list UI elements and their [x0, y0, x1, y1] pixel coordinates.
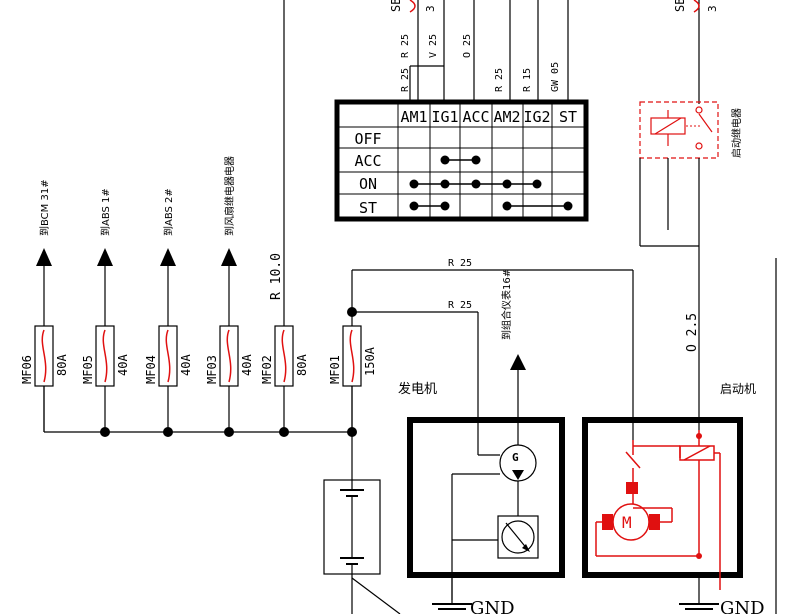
- switch-contact-dot: [502, 201, 512, 211]
- fuse-box: MF06 80A 到BCM 31# MF05 40A 到ABS 1# MF04 40A 到ABS…: [20, 156, 377, 432]
- fuse-element-icon: [349, 329, 355, 383]
- wire-label-ig2: R 15: [522, 68, 533, 92]
- generator-label: 发电机: [398, 381, 437, 397]
- switch-col-ig2: IG2: [523, 108, 550, 126]
- cluster-arrow: 到组合仪表16#: [500, 269, 526, 446]
- fuse-mf05: MF05 40A 到ABS 1#: [81, 188, 130, 432]
- generator-symbol: G: [512, 451, 519, 464]
- main-feed-wires: [347, 269, 634, 480]
- fuse-id: MF01: [328, 355, 342, 384]
- generator-box: 发电机 G: [398, 381, 565, 600]
- fuse-rating: 80A: [55, 354, 69, 376]
- wire-label-acc: O 25: [462, 34, 473, 58]
- arrow-up-icon: [160, 248, 176, 266]
- fuse-id: MF03: [205, 355, 219, 384]
- fuse-mf04: MF04 40A 到ABS 2#: [144, 188, 193, 432]
- gnd-right-label: GND: [720, 598, 765, 614]
- starter-label: 启动机: [720, 382, 756, 396]
- wire-label-ig1: V 25: [428, 34, 439, 58]
- fuse-rating: 150A: [363, 346, 377, 376]
- arrow-up-icon: [221, 248, 237, 266]
- fuse-element-icon: [281, 329, 287, 383]
- switch-contact-dot: [502, 179, 512, 189]
- switch-contact-dot: [563, 201, 573, 211]
- top-left-connector-num: 3: [424, 5, 437, 12]
- switch-contact-dot: [440, 201, 450, 211]
- switch-row-st: ST: [359, 199, 377, 217]
- fuse-id: MF06: [20, 355, 34, 384]
- switch-contact-dot: [440, 155, 450, 165]
- switch-contact-dot: [440, 179, 450, 189]
- fuse-element-icon: [41, 329, 47, 383]
- arrow-up-icon: [36, 248, 52, 266]
- fuse-element-icon: [165, 329, 171, 383]
- top-connector-right: SB 3: [673, 0, 719, 14]
- start-relay-label: 启动继电器: [730, 108, 743, 158]
- top-connector-left: SB 3: [389, 0, 437, 14]
- motor-symbol: M: [622, 513, 632, 532]
- top-right-connector-label: SB: [673, 0, 687, 12]
- switch-col-acc: ACC: [462, 108, 489, 126]
- switch-col-am2: AM2: [493, 108, 520, 126]
- starter-wire-label: O 2.5: [685, 313, 700, 352]
- switch-row-off: OFF: [354, 130, 381, 148]
- switch-feed-wires: [409, 0, 569, 102]
- fuse-destination: 到风扇继电器电器: [223, 156, 236, 236]
- switch-wire-labels: R 25 V 25 O 25 R 25 R 25 R 15 GW 05: [400, 34, 561, 92]
- switch-col-st: ST: [559, 108, 577, 126]
- fuse-bus-bar: [43, 386, 357, 437]
- fuse-id: MF05: [81, 355, 95, 384]
- generator-wire-top-label: R 25: [448, 258, 472, 269]
- ground-right: GND: [679, 258, 777, 614]
- wire-label-am2: R 25: [494, 68, 505, 92]
- wire-label-st: GW 05: [550, 62, 561, 92]
- generator-wire-mid-label: R 25: [448, 300, 472, 311]
- switch-contact-dot: [471, 155, 481, 165]
- fuse-rating: 40A: [116, 354, 130, 376]
- wire-label-am1: R 25: [400, 34, 411, 58]
- ground-left: GND: [432, 575, 515, 614]
- top-right-connector-num: 3: [706, 5, 719, 12]
- fuse-id: MF02: [260, 355, 274, 384]
- switch-row-acc: ACC: [354, 152, 381, 170]
- switch-col-am1: AM1: [400, 108, 427, 126]
- fuse-rating: 80A: [295, 354, 309, 376]
- fuse-destination: 到ABS 1#: [100, 188, 112, 236]
- starter-box: 启动机 M: [582, 382, 756, 590]
- top-left-connector-label: SB: [389, 0, 403, 12]
- switch-col-ig1: IG1: [431, 108, 458, 126]
- switch-contact-dot: [532, 179, 542, 189]
- fuse-element-icon: [226, 329, 232, 383]
- fuse-rating: 40A: [179, 354, 193, 376]
- mf02-wire-label: R 10.0: [269, 253, 284, 300]
- switch-contact-dot: [409, 179, 419, 189]
- switch-row-on: ON: [359, 175, 377, 193]
- battery-symbol: [323, 479, 401, 614]
- start-relay: 启动继电器: [639, 14, 743, 430]
- switch-contact-dot: [471, 179, 481, 189]
- cluster-label: 到组合仪表16#: [500, 269, 513, 340]
- fuse-id: MF04: [144, 355, 158, 384]
- fuse-destination: 到BCM 31#: [39, 179, 51, 236]
- arrow-up-icon: [97, 248, 113, 266]
- fuse-mf03: MF03 40A 到风扇继电器电器: [205, 156, 254, 432]
- fuse-rating: 40A: [240, 354, 254, 376]
- switch-contact-dot: [409, 201, 419, 211]
- wire-label-am1-low: R 25: [400, 68, 411, 92]
- fuse-destination: 到ABS 2#: [163, 188, 175, 236]
- fuse-element-icon: [102, 329, 108, 383]
- gnd-left-label: GND: [470, 598, 515, 614]
- fuse-mf02: MF02 80A: [260, 325, 309, 432]
